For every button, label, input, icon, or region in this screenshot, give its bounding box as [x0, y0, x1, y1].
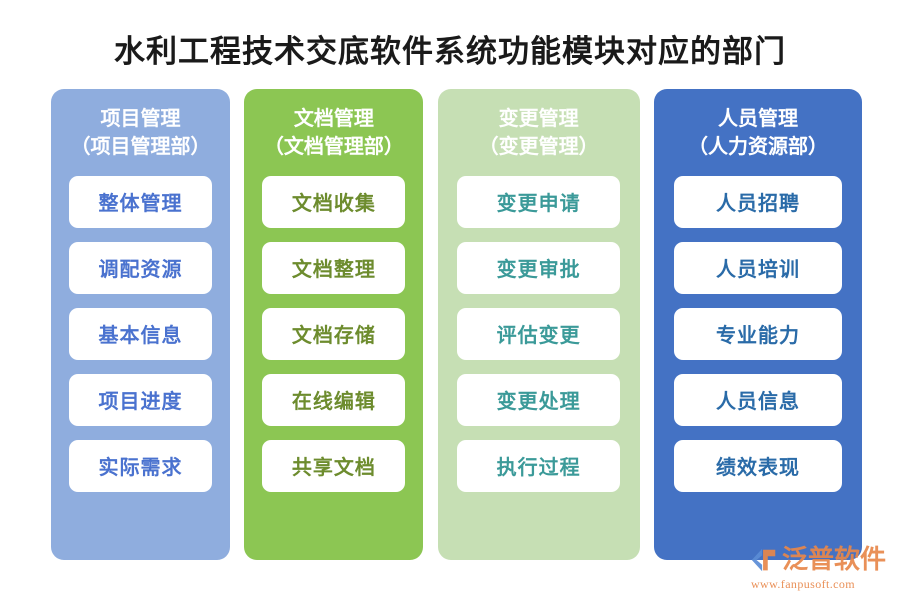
column-header-line1: 变更管理 — [498, 108, 579, 130]
module-card[interactable]: 项目进度 — [69, 373, 212, 426]
card-list: 文档收集 文档整理 文档存储 在线编辑 共享文档 — [244, 175, 423, 492]
module-card[interactable]: 文档存储 — [262, 307, 406, 360]
logo-url: www.fanpusoft.com — [750, 577, 855, 591]
brand-logo: 泛普软件 www.fanpusoft.com — [749, 545, 886, 592]
column-header: 项目管理 （项目管理部） — [67, 105, 215, 162]
column-header-line1: 文档管理 — [293, 108, 374, 130]
module-card[interactable]: 变更审批 — [457, 241, 621, 294]
module-card[interactable]: 专业能力 — [673, 307, 842, 360]
module-card[interactable]: 绩效表现 — [673, 439, 842, 492]
module-card[interactable]: 基本信息 — [69, 307, 212, 360]
column-header-line2: （文档管理部） — [263, 136, 404, 159]
module-card[interactable]: 共享文档 — [262, 439, 406, 492]
module-column-document-management: 文档管理 （文档管理部） 文档收集 文档整理 文档存储 在线编辑 共享文档 — [244, 89, 424, 560]
column-header: 文档管理 （文档管理部） — [260, 105, 408, 162]
column-header-line2: （变更管理） — [478, 136, 599, 159]
module-card[interactable]: 评估变更 — [457, 307, 621, 360]
column-header: 人员管理 （人力资源部） — [684, 105, 832, 162]
module-column-personnel-management: 人员管理 （人力资源部） 人员招聘 人员培训 专业能力 人员信息 绩效表现 — [653, 89, 862, 560]
logo-row: 泛普软件 — [749, 545, 886, 575]
module-card[interactable]: 变更处理 — [457, 373, 621, 426]
module-card[interactable]: 实际需求 — [69, 439, 212, 492]
column-header-line1: 人员管理 — [717, 108, 798, 130]
module-card[interactable]: 人员信息 — [673, 373, 842, 426]
module-card[interactable]: 整体管理 — [69, 175, 212, 228]
column-header-line2: （人力资源部） — [687, 136, 828, 159]
fanpu-logo-icon — [751, 548, 776, 572]
module-columns: 项目管理 （项目管理部） 整体管理 调配资源 基本信息 项目进度 实际需求 文档… — [51, 89, 862, 560]
page-title: 水利工程技术交底软件系统功能模块对应的部门 — [114, 34, 786, 69]
column-header-line2: （项目管理部） — [70, 136, 211, 159]
module-card[interactable]: 在线编辑 — [262, 373, 406, 426]
module-card[interactable]: 人员培训 — [673, 241, 842, 294]
column-header-line1: 项目管理 — [100, 108, 181, 130]
card-list: 整体管理 调配资源 基本信息 项目进度 实际需求 — [51, 175, 230, 492]
module-card[interactable]: 人员招聘 — [673, 175, 842, 228]
module-card[interactable]: 执行过程 — [457, 439, 621, 492]
module-card[interactable]: 文档收集 — [262, 175, 406, 228]
module-card[interactable]: 变更申请 — [457, 175, 621, 228]
card-list: 人员招聘 人员培训 专业能力 人员信息 绩效表现 — [654, 175, 862, 492]
module-column-change-management: 变更管理 （变更管理） 变更申请 变更审批 评估变更 变更处理 执行过程 — [437, 89, 640, 560]
logo-name: 泛普软件 — [781, 545, 886, 574]
module-card[interactable]: 调配资源 — [69, 241, 212, 294]
card-list: 变更申请 变更审批 评估变更 变更处理 执行过程 — [438, 175, 640, 492]
module-card[interactable]: 文档整理 — [262, 241, 406, 294]
column-header: 变更管理 （变更管理） — [475, 105, 603, 162]
module-column-project-management: 项目管理 （项目管理部） 整体管理 调配资源 基本信息 项目进度 实际需求 — [51, 89, 230, 560]
